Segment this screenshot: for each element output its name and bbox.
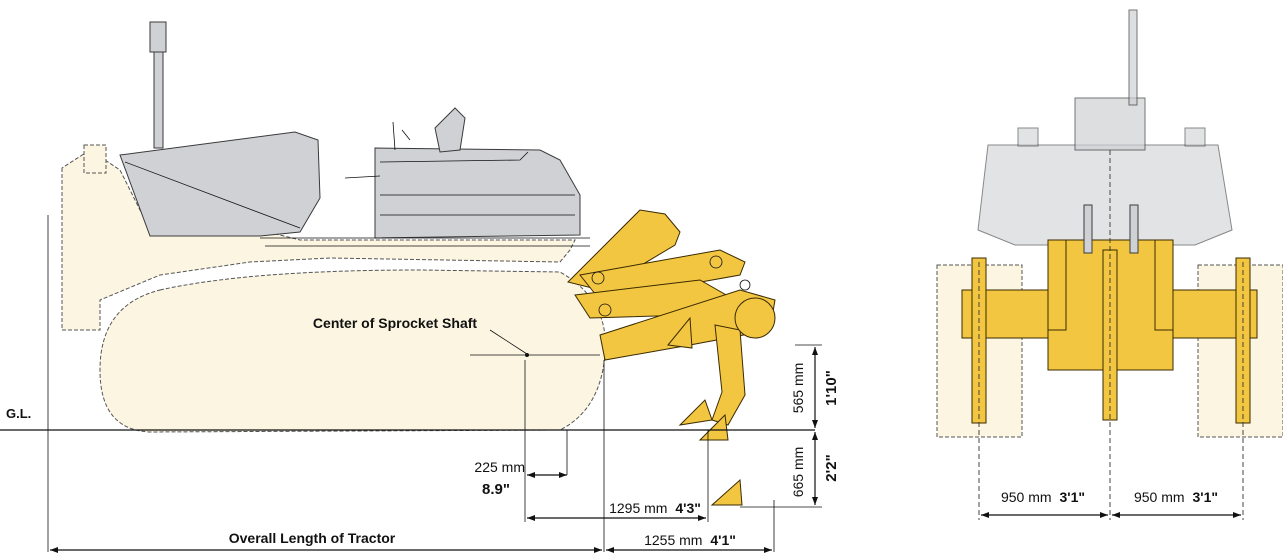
ripper-tip-front <box>667 316 693 349</box>
dim-950-right-label: 950 mm 3'1" <box>1134 489 1218 505</box>
rear-left-light <box>1017 127 1039 147</box>
overall-length-label: Overall Length of Tractor <box>229 530 396 546</box>
cab-lines <box>380 194 575 216</box>
ripper-assembly <box>567 209 776 506</box>
seat-back <box>434 107 466 153</box>
arrowheads <box>50 347 818 553</box>
pivot-pin-4 <box>739 279 751 291</box>
dim-1295-metric: 1295 mm <box>609 500 667 516</box>
rear-body <box>977 144 1233 246</box>
ripper-tip-lower <box>698 413 729 441</box>
rear-right-light <box>1184 127 1206 147</box>
rear-cab <box>1074 97 1146 151</box>
side-view: Center of Sprocket Shaft G.L. Overall Le… <box>0 21 840 553</box>
rear-arrowheads <box>981 512 1241 518</box>
crawler-track <box>99 269 606 433</box>
sprocket-center-dot <box>525 353 529 357</box>
dim-950-right-imperial: 3'1" <box>1192 489 1218 505</box>
dim-225-imperial: 8.9" <box>482 481 510 498</box>
dim-565-imperial: 1'10" <box>823 370 840 406</box>
dim-950-left-imperial: 3'1" <box>1059 489 1085 505</box>
dim-1295-label: 1295 mm 4'3" <box>609 500 701 516</box>
dim-225-metric: 225 mm <box>474 459 525 475</box>
pivot-pin-2 <box>709 255 723 269</box>
rear-cylinder-right <box>1129 204 1139 254</box>
rear-ripper-left-bracket <box>1047 239 1067 331</box>
dim-1295-imperial: 4'3" <box>675 500 701 516</box>
fender-deck <box>260 237 590 247</box>
dim-950-left-label: 950 mm 3'1" <box>1001 489 1085 505</box>
handrail <box>344 151 529 179</box>
exhaust-stack <box>153 47 164 149</box>
dim-665-metric: 665 mm <box>790 447 806 498</box>
dim-1255-label: 1255 mm 4'1" <box>644 532 736 548</box>
ripper-pin-housing <box>734 297 776 339</box>
rear-exhaust <box>1128 9 1138 106</box>
dim-665-imperial: 2'2" <box>823 454 840 481</box>
pivot-pin-1 <box>591 271 605 285</box>
rear-view: 950 mm 3'1" 950 mm 3'1" <box>936 9 1283 520</box>
dim-950-right-metric: 950 mm <box>1134 489 1185 505</box>
dim-950-left-metric: 950 mm <box>1001 489 1052 505</box>
ripper-tip-bottom <box>710 478 743 506</box>
sprocket-label: Center of Sprocket Shaft <box>313 315 477 331</box>
engine-hood-highlight <box>124 161 301 229</box>
pivot-pin-3 <box>598 303 612 317</box>
rear-cylinder-left <box>1083 204 1093 254</box>
control-lever <box>392 121 411 151</box>
dim-1255-imperial: 4'1" <box>710 532 736 548</box>
air-precleaner <box>83 144 107 174</box>
dim-565-metric: 565 mm <box>790 363 806 414</box>
dim-1255-metric: 1255 mm <box>644 532 702 548</box>
exhaust-cap <box>149 21 167 53</box>
sprocket-leader <box>489 329 528 355</box>
engine-hood <box>119 131 321 237</box>
ground-line-label: G.L. <box>6 406 31 421</box>
ripper-tip-middle <box>678 399 713 426</box>
rear-ripper-right-bracket <box>1154 239 1174 331</box>
ripper-shank <box>711 324 746 426</box>
